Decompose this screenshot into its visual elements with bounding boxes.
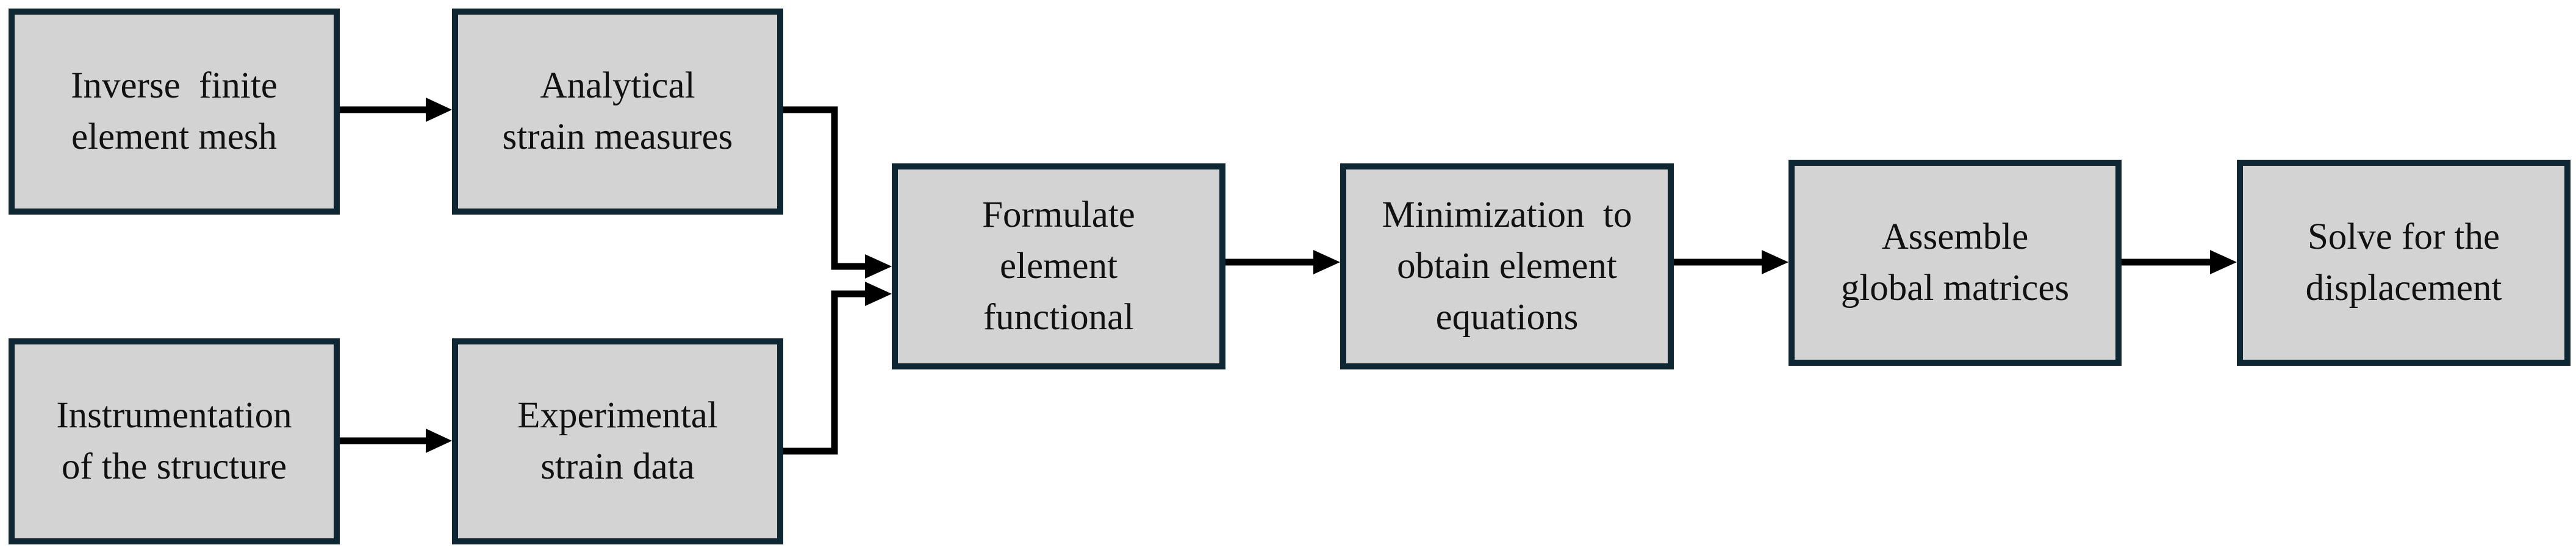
minimization-box: Minimization to obtain element equations bbox=[1340, 163, 1674, 369]
inverse-mesh-line-2: element mesh bbox=[71, 116, 278, 157]
minimization-line-3: equations bbox=[1435, 297, 1579, 338]
formulate-line-3: functional bbox=[983, 297, 1135, 338]
experimental-line-1: Experimental bbox=[517, 395, 718, 436]
experimental-strain-data-label: Experimental strain data bbox=[517, 390, 718, 493]
instrumentation-of-the-structure-box: Instrumentation of the structure bbox=[9, 338, 340, 544]
instrumentation-line-2: of the structure bbox=[61, 446, 287, 487]
formulate-element-functional-box: Formulate element functional bbox=[892, 163, 1225, 369]
arrowhead-minimization bbox=[1313, 250, 1340, 274]
minimization-line-1: Minimization to bbox=[1382, 194, 1632, 235]
analytical-strain-measures-label: Analytical strain measures bbox=[503, 60, 733, 163]
assemble-global-matrices-box: Assemble global matrices bbox=[1788, 160, 2122, 366]
formulate-line-1: Formulate bbox=[982, 194, 1135, 235]
solve-line-2: displacement bbox=[2305, 268, 2502, 308]
instrumentation-line-1: Instrumentation bbox=[56, 395, 292, 436]
edge-analytical-to-formulate bbox=[783, 106, 866, 270]
assemble-line-1: Assemble bbox=[1881, 216, 2029, 257]
experimental-strain-data-box: Experimental strain data bbox=[452, 338, 783, 544]
analytical-strain-measures-box: Analytical strain measures bbox=[452, 9, 783, 215]
analytical-line-2: strain measures bbox=[502, 116, 733, 157]
minimization-line-2: obtain element bbox=[1397, 246, 1617, 287]
arrowhead-formulate-upper bbox=[865, 254, 892, 279]
solve-for-the-displacement-label: Solve for the displacement bbox=[2306, 212, 2502, 314]
solve-line-1: Solve for the bbox=[2307, 216, 2500, 257]
assemble-global-matrices-label: Assemble global matrices bbox=[1841, 212, 2069, 314]
inverse-mesh-line-1: Inverse finite bbox=[71, 65, 278, 106]
inverse-finite-element-mesh-box: Inverse finite element mesh bbox=[9, 9, 340, 215]
experimental-line-2: strain data bbox=[540, 446, 695, 487]
inverse-finite-element-mesh-label: Inverse finite element mesh bbox=[71, 60, 278, 163]
arrowhead-solve bbox=[2210, 250, 2237, 274]
edge-experimental-to-formulate bbox=[783, 290, 866, 455]
analytical-line-1: Analytical bbox=[540, 65, 695, 106]
solve-for-the-displacement-box: Solve for the displacement bbox=[2237, 160, 2571, 366]
minimization-label: Minimization to obtain element equations bbox=[1382, 190, 1632, 343]
arrowhead-analytical bbox=[426, 98, 452, 122]
arrowhead-experimental bbox=[426, 429, 452, 453]
arrowhead-assemble bbox=[1762, 250, 1788, 274]
formulate-element-functional-label: Formulate element functional bbox=[982, 190, 1135, 343]
arrowhead-formulate-lower bbox=[865, 282, 892, 306]
assemble-line-2: global matrices bbox=[1840, 268, 2070, 308]
formulate-line-2: element bbox=[999, 246, 1118, 287]
instrumentation-label: Instrumentation of the structure bbox=[56, 390, 292, 493]
